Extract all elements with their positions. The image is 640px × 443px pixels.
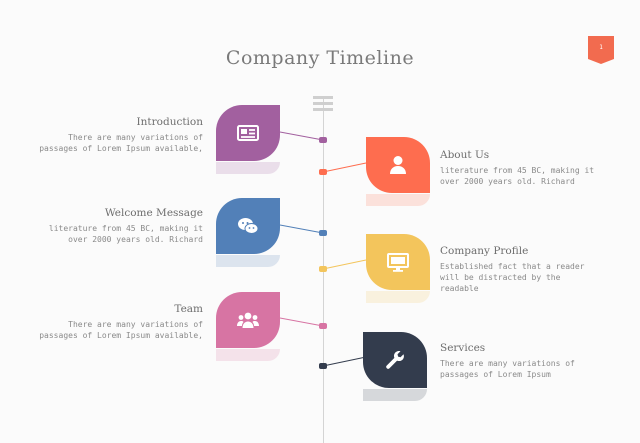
welcome-message-block: Welcome Message literature from 45 BC, m… (20, 207, 203, 245)
timeline-dot (319, 230, 327, 236)
about-us-heading: About Us (440, 149, 490, 161)
company-profile-tile (366, 234, 430, 290)
team-heading: Team (174, 303, 203, 315)
welcome-message-tile-reflection (216, 255, 280, 267)
welcome-message-tile (216, 198, 280, 254)
timeline-dot (319, 169, 327, 175)
company-profile-text-line: Established fact that a reader (440, 262, 585, 271)
about-us-tile (366, 137, 430, 193)
connector-about-us (322, 162, 367, 173)
introduction-tile-reflection (216, 162, 280, 174)
services-text-line: passages of Lorem Ipsum (440, 370, 551, 379)
chat-icon (238, 218, 259, 234)
about-us-block: About Us literature from 45 BC, making i… (440, 149, 630, 187)
company-profile-heading: Company Profile (440, 245, 529, 257)
introduction-tile (216, 105, 280, 161)
wrench-icon (386, 350, 404, 369)
timeline-dot (319, 363, 327, 369)
services-tile (363, 332, 427, 388)
welcome-message-text-line: over 2000 years old. Richard (68, 235, 203, 244)
about-us-tile-reflection (366, 194, 430, 206)
connector-introduction (279, 131, 324, 141)
newspaper-icon (237, 125, 259, 141)
company-profile-text-line: will be distracted by the (440, 273, 561, 282)
menu-icon (313, 96, 333, 114)
company-profile-text-line: readable (440, 284, 479, 293)
about-us-text-line: literature from 45 BC, making it (440, 166, 595, 175)
page-number-badge: 1 (588, 36, 614, 64)
timeline-dot (319, 137, 327, 143)
company-profile-block: Company Profile Established fact that a … (440, 245, 630, 294)
team-text-line: passages of Lorem Ipsum available, (39, 331, 203, 340)
timeline-dot (319, 323, 327, 329)
team-tile (216, 292, 280, 348)
introduction-block: Introduction There are many variations o… (20, 116, 203, 154)
team-block: Team There are many variations of passag… (20, 303, 203, 341)
about-us-text-line: over 2000 years old. Richard (440, 177, 575, 186)
page-title: Company Timeline (225, 47, 415, 69)
connector-services (322, 356, 367, 367)
welcome-message-heading: Welcome Message (104, 207, 203, 219)
team-icon (237, 312, 259, 328)
team-tile-reflection (216, 349, 280, 361)
monitor-icon (387, 253, 409, 272)
services-block: Services There are many variations of pa… (440, 342, 630, 380)
services-text-line: There are many variations of (440, 359, 575, 368)
introduction-text-line: There are many variations of (68, 133, 203, 142)
connector-welcome (279, 224, 324, 234)
user-icon (390, 156, 406, 174)
services-heading: Services (440, 342, 486, 354)
timeline-dot (319, 266, 327, 272)
connector-team (279, 317, 324, 327)
welcome-message-text-line: literature from 45 BC, making it (48, 224, 203, 233)
team-text-line: There are many variations of (68, 320, 203, 329)
services-tile-reflection (363, 389, 427, 401)
introduction-text-line: passages of Lorem Ipsum available, (39, 144, 203, 153)
introduction-heading: Introduction (136, 116, 204, 128)
connector-company-profile (322, 259, 367, 270)
company-profile-tile-reflection (366, 291, 430, 303)
